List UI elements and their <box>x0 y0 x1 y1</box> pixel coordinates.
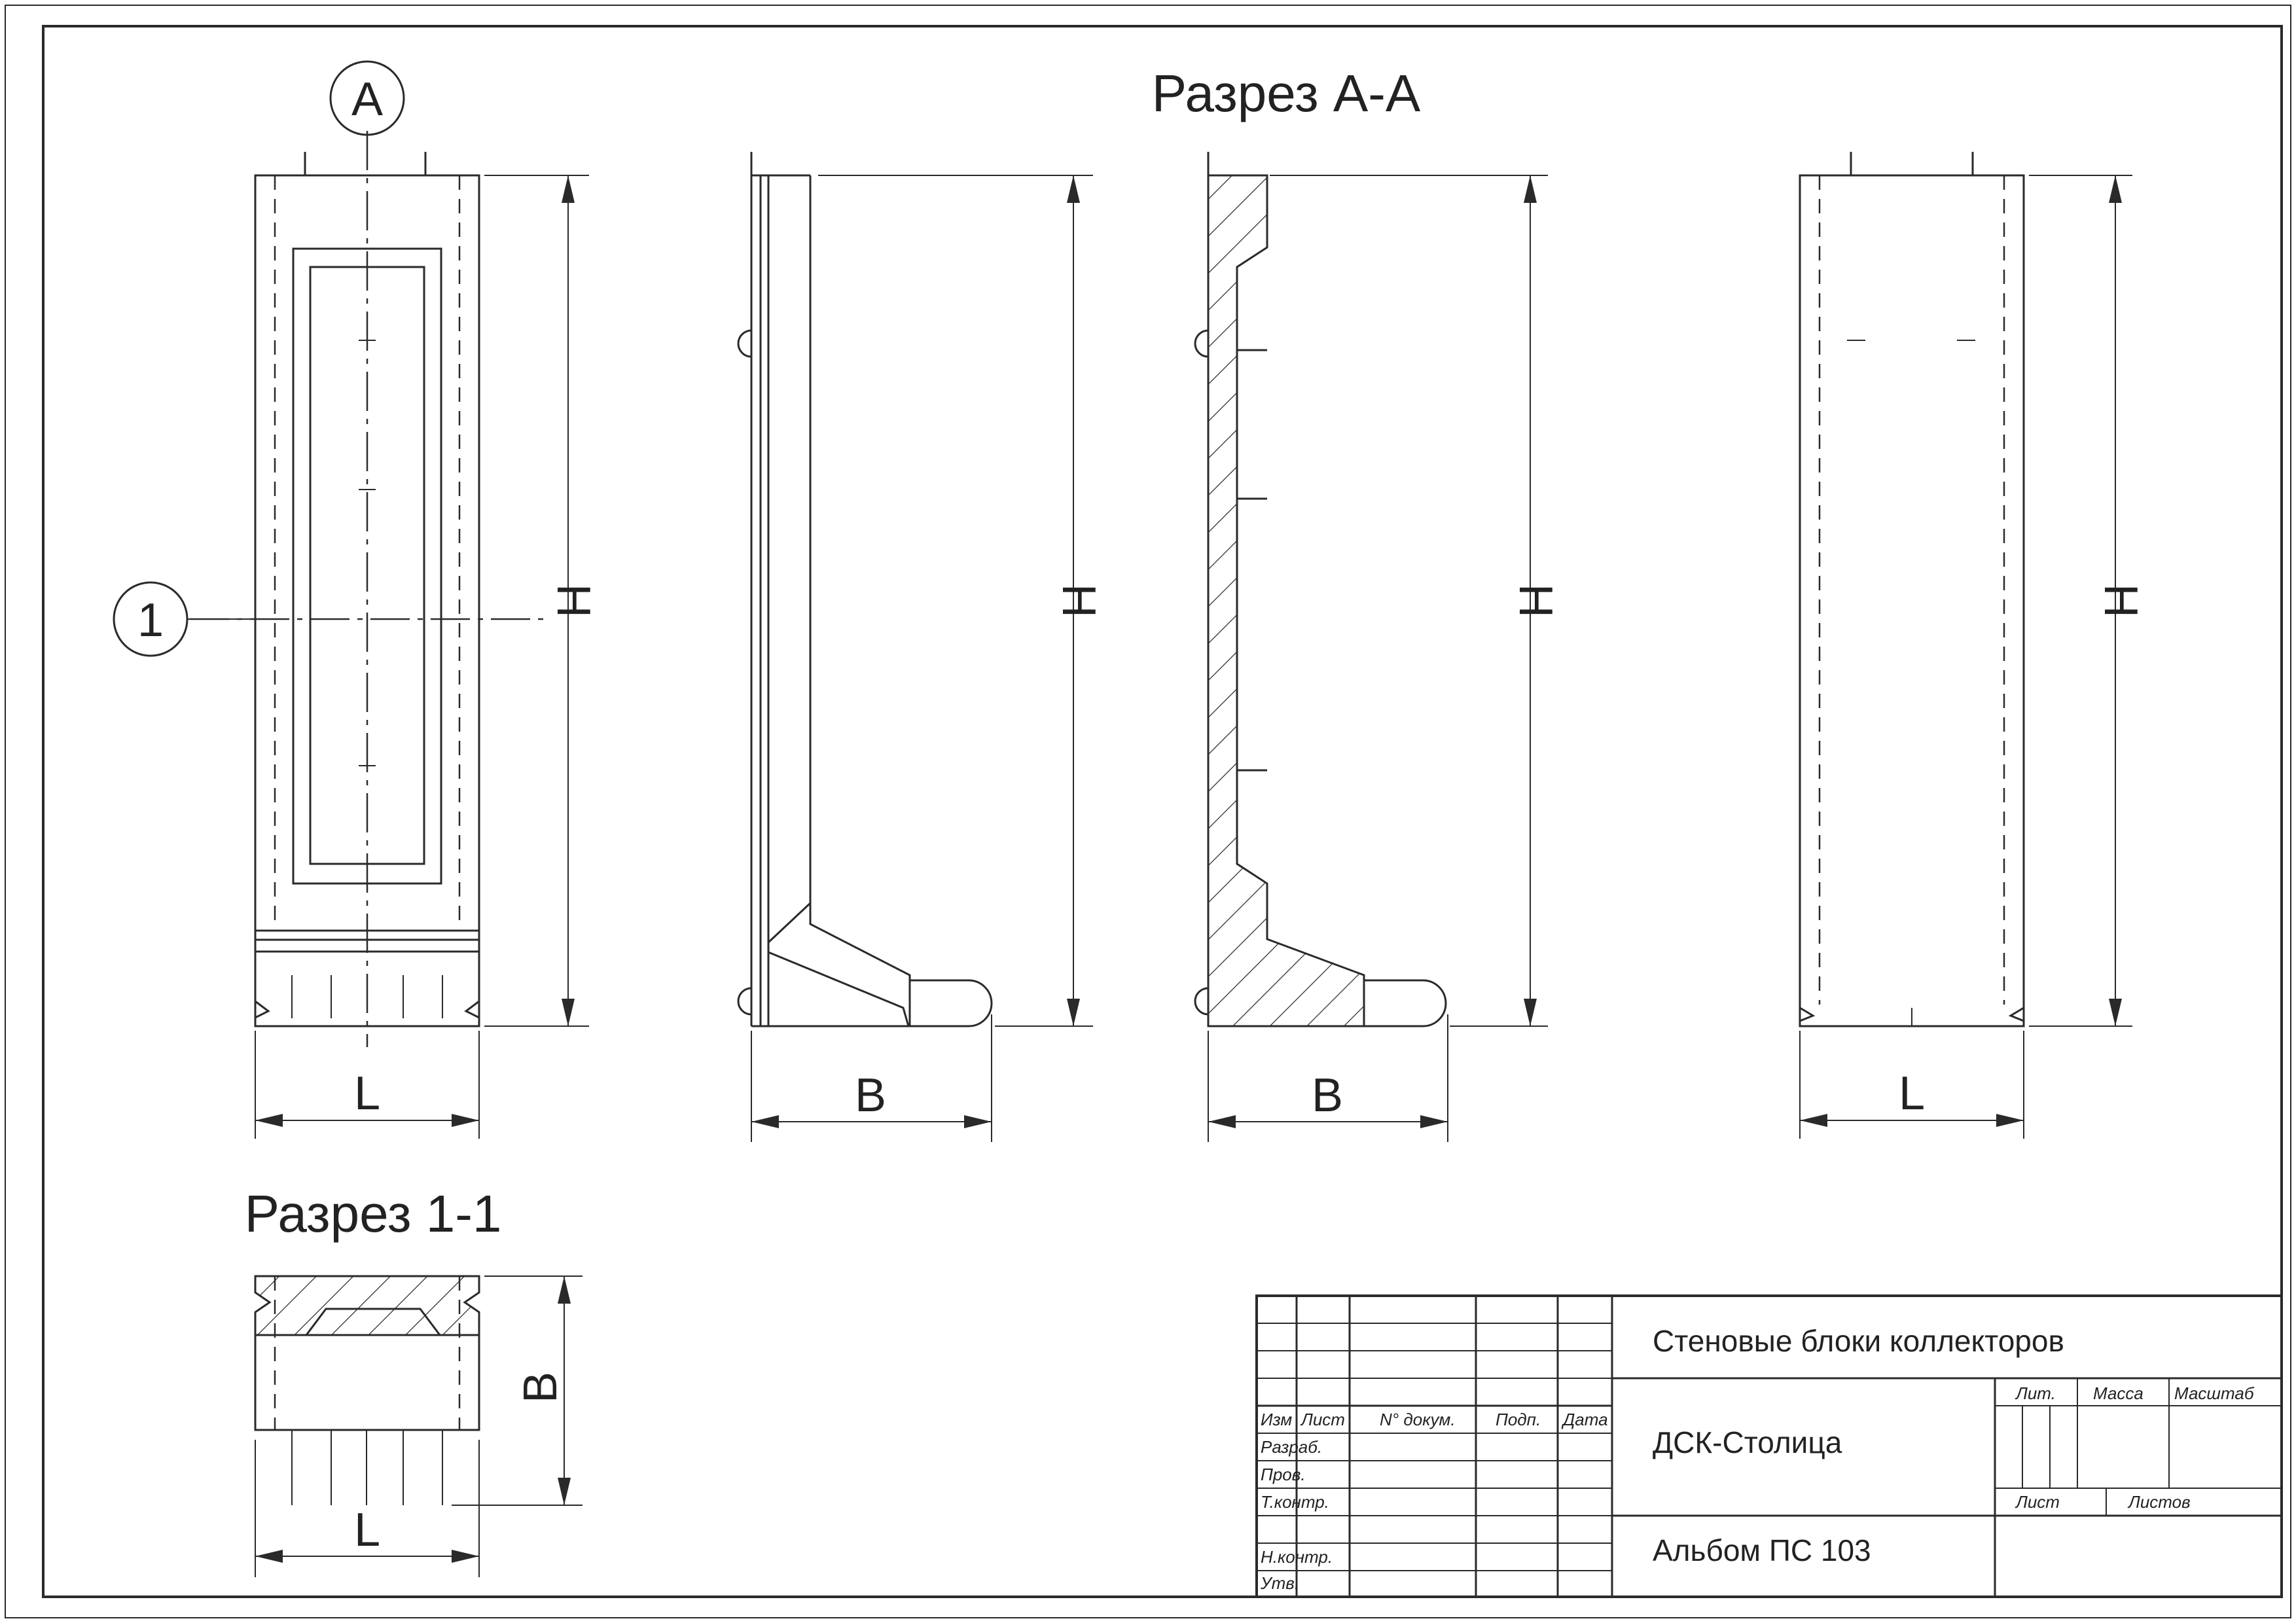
section-11-dim-l-label: L <box>354 1504 380 1556</box>
section-aa-title: Разрез А-А <box>1152 64 1421 122</box>
tb-list: Лист <box>2015 1492 2060 1512</box>
tb-row-nkontr: Н.контр. <box>1261 1547 1333 1567</box>
back-dim-l: L <box>1799 1031 2024 1139</box>
back-dim-h: H <box>2029 175 2147 1027</box>
tb-album: Альбом ПС 103 <box>1653 1533 1871 1567</box>
section-aa-dim-h-label: H <box>1509 584 1562 618</box>
back-dim-h-label: H <box>2094 584 2147 618</box>
side-dim-b: B <box>751 1014 992 1142</box>
tb-col-podp: Подп. <box>1496 1410 1541 1429</box>
side-dim-h: H <box>818 175 1105 1027</box>
front-dim-l-label: L <box>354 1067 380 1120</box>
section-11-view <box>254 1275 480 1505</box>
tb-lit: Лит. <box>2015 1383 2056 1403</box>
section-11-dim-l: L <box>255 1440 480 1577</box>
back-dim-l-label: L <box>1899 1067 1925 1120</box>
drawing-frame <box>42 25 2283 1598</box>
tb-col-data: Дата <box>1561 1410 1608 1429</box>
tb-col-izm: Изм <box>1261 1410 1292 1429</box>
callout-a-label: А <box>351 73 383 126</box>
front-view <box>190 131 550 1047</box>
callout-1-label: 1 <box>137 594 164 647</box>
tb-row-prov: Пров. <box>1261 1465 1306 1484</box>
front-dim-h: H <box>484 175 600 1027</box>
section-11-title: Разрез 1-1 <box>245 1185 502 1243</box>
side-dim-b-label: B <box>855 1069 886 1122</box>
tb-col-list: Лист <box>1300 1410 1345 1429</box>
side-dim-h-label: H <box>1052 584 1105 618</box>
section-11-dim-b: B <box>452 1275 583 1506</box>
title-block: Изм Лист N° докум. Подп. Дата Разраб. Пр… <box>1255 1294 2283 1598</box>
tb-col-doc: N° докум. <box>1380 1410 1456 1429</box>
section-11-dim-b-label: B <box>514 1372 567 1403</box>
section-aa-dim-b: B <box>1208 1014 1448 1142</box>
tb-row-tkontr: Т.контр. <box>1261 1492 1329 1512</box>
tb-row-razrab: Разраб. <box>1261 1437 1322 1457</box>
tb-organization: ДСК-Столица <box>1653 1425 1842 1459</box>
outer-border <box>5 5 2291 1618</box>
section-aa-dim-h: H <box>1270 175 1562 1027</box>
callout-1: 1 <box>113 581 262 657</box>
tb-masshtab: Масштаб <box>2174 1383 2255 1403</box>
callout-a: А <box>329 60 405 136</box>
tb-row-utv: Утв. <box>1260 1573 1299 1593</box>
tb-listov: Листов <box>2127 1492 2191 1512</box>
tb-title: Стеновые блоки коллекторов <box>1653 1324 2064 1358</box>
side-view <box>737 152 993 1027</box>
section-aa-dim-b-label: B <box>1312 1069 1343 1122</box>
tb-massa: Масса <box>2093 1383 2144 1403</box>
section-aa-view <box>1194 152 1447 1027</box>
front-dim-l: L <box>255 1031 480 1139</box>
back-view <box>1799 152 2025 1027</box>
front-dim-h-label: H <box>547 584 600 618</box>
